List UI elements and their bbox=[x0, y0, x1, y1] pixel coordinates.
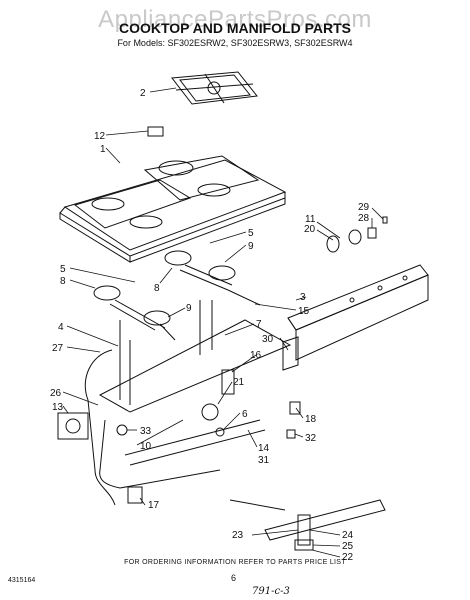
fitting-33 bbox=[116, 424, 128, 436]
callout-14: 14 bbox=[258, 443, 270, 454]
bottom-burner-assembly bbox=[229, 499, 386, 551]
callout-25: 25 bbox=[342, 541, 354, 552]
callout-13: 13 bbox=[52, 402, 64, 413]
callout-18: 18 bbox=[305, 414, 317, 425]
callout-16: 16 bbox=[250, 350, 262, 361]
model-list: For Models: SF302ESRW2, SF302ESRW3, SF30… bbox=[117, 38, 353, 48]
callout-23: 23 bbox=[232, 530, 244, 541]
callout-5: 5 bbox=[248, 228, 254, 239]
callout-7: 7 bbox=[256, 319, 262, 330]
callout-15: 15 bbox=[298, 306, 310, 317]
callout-24: 24 bbox=[342, 530, 354, 541]
bracket-17 bbox=[127, 486, 143, 504]
manifold-rail bbox=[287, 264, 429, 361]
page-number: 6 bbox=[231, 573, 237, 583]
gas-line-27 bbox=[84, 349, 116, 506]
fitting-6 bbox=[215, 427, 225, 437]
handwritten-note: 791-c-3 bbox=[252, 586, 290, 597]
callout-33: 33 bbox=[140, 426, 152, 437]
pressure-regulator-13 bbox=[57, 412, 89, 440]
callout-22: 22 bbox=[342, 552, 354, 563]
callout-3: 3 bbox=[300, 292, 306, 303]
callout-9: 9 bbox=[248, 241, 254, 252]
ordering-note: FOR ORDERING INFORMATION REFER TO PARTS … bbox=[124, 559, 346, 566]
gas-line-31 bbox=[129, 429, 266, 466]
callout-11: 11 bbox=[305, 214, 316, 225]
burner-grate bbox=[171, 71, 258, 105]
callout-21: 21 bbox=[233, 377, 245, 388]
igniter-module-16 bbox=[221, 369, 235, 395]
watermark: AppliancePartsPros.com bbox=[98, 6, 372, 33]
valve-body-21 bbox=[201, 403, 219, 421]
page-title: COOKTOP AND MANIFOLD PARTS bbox=[118, 20, 352, 36]
callout-27: 27 bbox=[52, 343, 64, 354]
callout-31: 31 bbox=[258, 455, 270, 466]
callout-32: 32 bbox=[305, 433, 317, 444]
callout-30: 30 bbox=[262, 334, 274, 345]
callout-8: 8 bbox=[60, 276, 66, 287]
callout-8: 8 bbox=[154, 283, 160, 294]
callout-17: 17 bbox=[148, 500, 160, 511]
callout-12: 12 bbox=[94, 131, 106, 142]
heat-shield-30 bbox=[282, 336, 299, 371]
leader-lines bbox=[62, 87, 384, 558]
bracket-18 bbox=[289, 401, 301, 415]
callout-5: 5 bbox=[60, 264, 66, 275]
callout-labels: 2 12 1 5 9 5 8 8 9 7 15 3 4 27 30 16 21 … bbox=[50, 88, 370, 563]
burner-assembly-left bbox=[93, 285, 176, 341]
callout-2: 2 bbox=[140, 88, 146, 99]
valve-part-11 bbox=[348, 229, 362, 245]
bracket-part-12 bbox=[147, 126, 164, 137]
callout-29: 29 bbox=[358, 202, 370, 213]
burner-support-frame bbox=[98, 300, 292, 413]
callout-9: 9 bbox=[186, 303, 192, 314]
cooktop-panel bbox=[59, 155, 287, 263]
callout-6: 6 bbox=[242, 409, 248, 420]
valve-part-20 bbox=[326, 235, 340, 253]
document-number: 4315164 bbox=[8, 577, 36, 584]
burner-assembly-right bbox=[164, 250, 261, 306]
callout-20: 20 bbox=[304, 224, 316, 235]
gas-line-14 bbox=[124, 419, 261, 456]
valve-part-29 bbox=[382, 216, 388, 224]
callout-26: 26 bbox=[50, 388, 62, 399]
screw-32 bbox=[286, 429, 296, 439]
gas-line-26 bbox=[99, 419, 221, 489]
callout-1: 1 bbox=[100, 144, 106, 155]
callout-28: 28 bbox=[358, 213, 370, 224]
callout-4: 4 bbox=[58, 322, 64, 333]
valve-part-28 bbox=[367, 227, 377, 239]
callout-10: 10 bbox=[140, 441, 152, 452]
